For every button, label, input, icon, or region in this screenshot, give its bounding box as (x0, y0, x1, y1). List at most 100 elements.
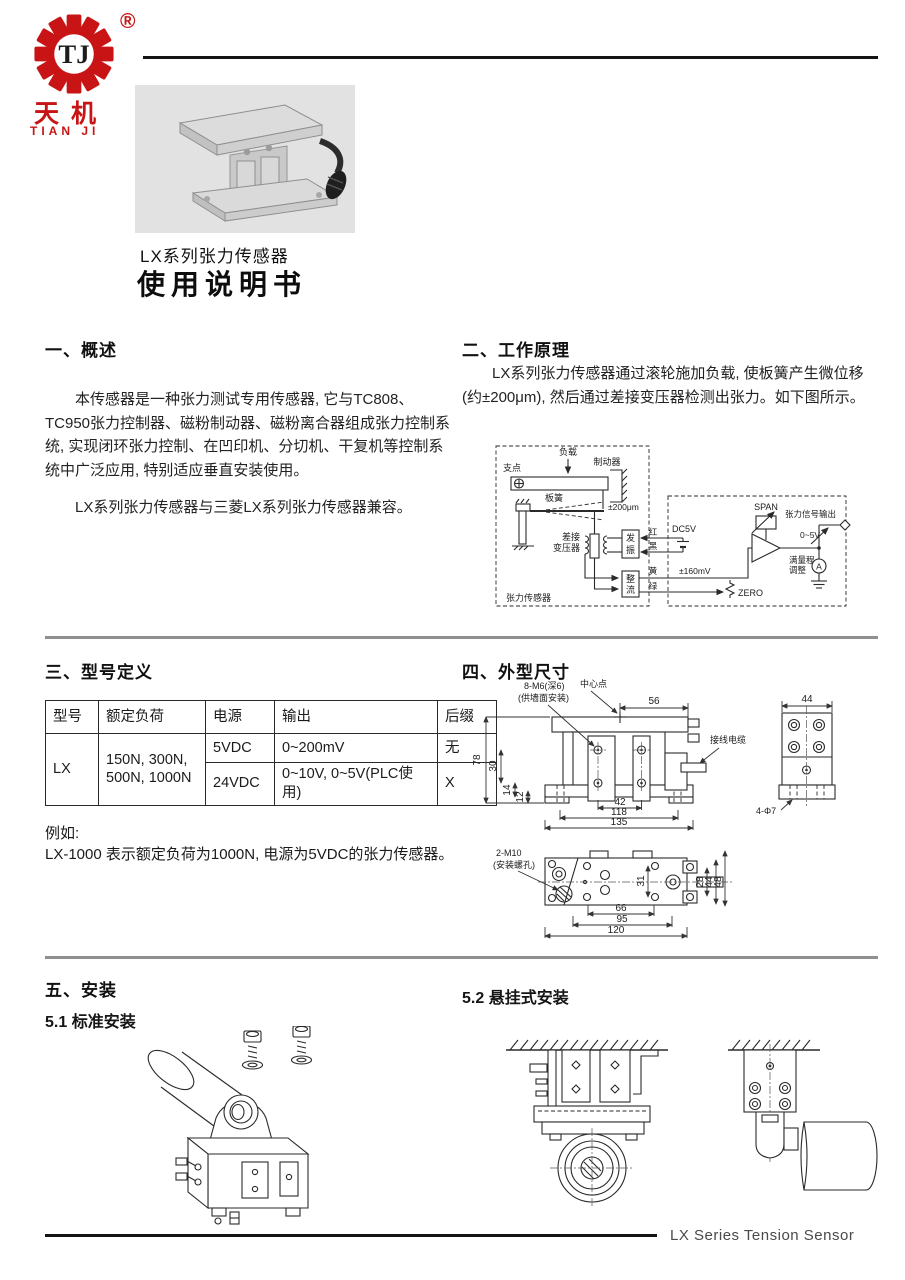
screw-1 (241, 1030, 264, 1070)
dim-48: 48 (713, 876, 724, 888)
cell-output-2: 0~10V, 0~5V(PLC使用) (274, 762, 438, 806)
dim-44-side: 44 (801, 694, 813, 705)
model-table: 型号 额定负荷 电源 输出 后缀 LX 150N, 300N, 500N, 10… (45, 700, 497, 806)
model-heading: 三、型号定义 (45, 663, 153, 682)
overview-heading: 一、概述 (45, 341, 117, 360)
dim-30: 30 (488, 760, 499, 772)
divider-1 (45, 636, 878, 639)
hanging-install-drawing (506, 1039, 878, 1208)
brand-name-cn: 天机 (34, 100, 109, 128)
working-principle-diagram: 负载 支点 制动器 板簧 ±200μm 差接 变压器 (495, 445, 851, 607)
rectifier-label-1: 整 (626, 573, 635, 584)
dim-31: 31 (636, 875, 647, 887)
dim-118: 118 (611, 807, 627, 818)
zero-label: ZERO (738, 588, 763, 598)
sensor-box-label: 张力传感器 (506, 592, 551, 603)
table-row: 24VDC 0~10V, 0~5V(PLC使用) X (46, 762, 497, 806)
dim-135: 135 (611, 817, 628, 828)
cell-power-2: 24VDC (205, 762, 275, 806)
cell-power-1: 5VDC (205, 733, 275, 763)
hanging-front-view (506, 1039, 668, 1208)
overview-paragraph-2: LX系列张力传感器与三菱LX系列张力传感器兼容。 (75, 499, 412, 516)
wire-black-label: 黑 (649, 541, 658, 551)
table-row: LX 150N, 300N, 500N, 1000N 5VDC 0~200mV … (45, 733, 497, 806)
gear-logo-icon: TJ (34, 14, 114, 94)
m6-label-1: 8-M6(深6) (524, 681, 565, 691)
transformer-label-1: 差接 (562, 531, 580, 542)
install-sub-standard: 5.1 标准安装 (45, 1014, 136, 1031)
header-model: 型号 (45, 700, 99, 734)
brake-label: 制动器 (593, 456, 620, 467)
m6-label-2: (供墙面安装) (518, 692, 569, 703)
dim-78: 78 (472, 754, 483, 766)
top-rule (143, 56, 878, 59)
logo-initials: TJ (58, 39, 89, 69)
dim-42: 42 (614, 797, 626, 808)
mv-label: ±160mV (679, 566, 711, 576)
wire-red-label: 红 (649, 527, 658, 537)
oscillator-label-2: 振 (626, 544, 635, 555)
sensor-box-outline (495, 445, 650, 607)
dc5v-label: DC5V (672, 524, 696, 534)
dim-120: 120 (608, 925, 625, 936)
screw-2 (290, 1026, 313, 1065)
span-label: SPAN (754, 502, 778, 512)
wire-yellow-label: 黄 (649, 566, 658, 576)
standard-install-drawing (147, 1026, 313, 1225)
mounting-holes (590, 742, 650, 791)
cell-output-1: 0~200mV (274, 733, 438, 763)
dim-28: 28 (695, 876, 706, 888)
cell-model: LX (45, 733, 99, 806)
overview-paragraph-1: 本传感器是一种张力测试专用传感器, 它与TC808、TC950张力控制器、磁粉制… (45, 391, 451, 480)
install-heading: 五、安装 (45, 981, 117, 1000)
brand-name-en: TIAN JI (30, 124, 100, 138)
dimension-drawing: 8-M6(深6) (供墙面安装) 中心点 接线电缆 56 78 30 14 12… (472, 678, 836, 939)
install-sub-hanging: 5.2 悬挂式安装 (462, 990, 569, 1007)
divider-2 (45, 956, 878, 959)
dim-12: 12 (515, 791, 526, 803)
oscillator-label-1: 发 (626, 532, 635, 543)
meter-label: A (816, 562, 822, 572)
transformer-label-2: 变压器 (553, 542, 580, 553)
fullscale-label-2: 调整 (789, 565, 807, 575)
hanging-side-view (728, 1039, 878, 1191)
leaf-spring-label: 板簧 (545, 492, 563, 503)
brand-logo: TJ ® 天机 TIAN JI (20, 8, 150, 138)
cell-load: 150N, 300N, 500N, 1000N (98, 733, 206, 806)
range-label: 0~5V (800, 530, 820, 540)
wire-green-label: 绿 (649, 581, 658, 591)
dim-14: 14 (502, 784, 513, 796)
center-point-label: 中心点 (580, 678, 607, 689)
principle-heading: 二、工作原理 (462, 341, 570, 360)
fulcrum-label: 支点 (503, 462, 521, 473)
header-power: 电源 (205, 700, 275, 734)
signal-out-label: 张力信号输出 (785, 509, 836, 519)
output-terminal (839, 519, 851, 531)
load-label: 负载 (559, 446, 577, 457)
registered-mark: ® (120, 10, 136, 33)
footer-series-label: LX Series Tension Sensor (670, 1227, 855, 1244)
product-line-title: LX系列张力传感器 (140, 247, 289, 266)
m10-label-1: 2-M10 (496, 848, 522, 858)
rectifier-label-2: 流 (626, 584, 635, 595)
product-photo (135, 85, 355, 233)
doc-title: 使用说明书 (137, 269, 308, 300)
displacement-label: ±200μm (608, 502, 639, 512)
fullscale-label-1: 满量程 (789, 555, 815, 565)
header-output: 输出 (274, 700, 438, 734)
dim-56: 56 (648, 696, 660, 707)
cable-label: 接线电缆 (710, 734, 746, 745)
principle-intro: LX系列张力传感器通过滚轮施加负载, 使板簧产生微位移(约±200μm), 然后… (462, 365, 865, 406)
table-header-row: 型号 额定负荷 电源 输出 后缀 (45, 700, 497, 734)
example-label: 例如: (45, 825, 80, 842)
m10-label-2: (安装螺孔) (493, 859, 535, 870)
controller-box-outline (667, 495, 847, 607)
example-text: LX-1000 表示额定负荷为1000N, 电源为5VDC的张力传感器。 (45, 846, 454, 863)
brake-bracket (610, 469, 623, 503)
side-bolts (787, 718, 826, 754)
dim-66: 66 (615, 903, 627, 914)
header-load: 额定负荷 (98, 700, 206, 734)
side-holes-label: 4-Φ7 (756, 806, 776, 816)
dim-44-bottom: 44 (704, 876, 715, 888)
